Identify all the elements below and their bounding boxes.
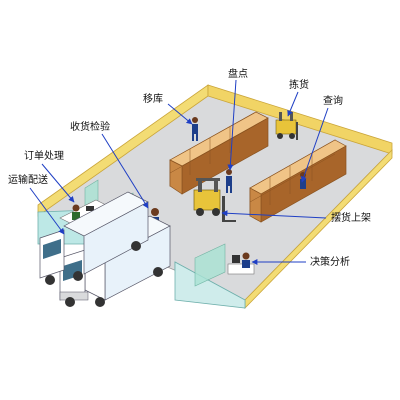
delivery-truck bbox=[39, 191, 149, 285]
forklift-icon bbox=[193, 178, 236, 222]
pallet-stack-left bbox=[169, 111, 269, 195]
arrow-yiku bbox=[167, 103, 193, 125]
decision-office-glass bbox=[194, 243, 226, 287]
arrow-baihuo bbox=[221, 210, 327, 219]
arrow-dingdan bbox=[41, 163, 75, 203]
forklift-back-icon bbox=[275, 112, 298, 140]
decision-desk bbox=[227, 252, 255, 275]
worker-figure bbox=[192, 117, 198, 141]
callout-arrows bbox=[29, 79, 329, 265]
label-dingdan: 订单处理 bbox=[24, 151, 64, 162]
label-jianhuo: 拣货 bbox=[289, 80, 309, 91]
arrow-chaxun bbox=[300, 107, 329, 183]
label-yiku: 移库 bbox=[143, 94, 163, 105]
arrow-pandian bbox=[227, 79, 237, 171]
label-chaxun: 查询 bbox=[323, 96, 343, 107]
arrow-yunshu bbox=[29, 187, 65, 235]
label-pandian: 盘点 bbox=[228, 69, 248, 80]
arrow-jianhuo bbox=[287, 91, 299, 117]
arrow-shouhuo bbox=[101, 133, 149, 209]
label-juece: 决策分析 bbox=[310, 257, 350, 268]
label-baihuo: 摆货上架 bbox=[331, 213, 371, 224]
label-yunshu: 运输配送 bbox=[8, 175, 48, 186]
label-shouhuo: 收货检验 bbox=[70, 122, 110, 133]
delivery-truck bbox=[59, 215, 171, 307]
front-wall-bottom-2 bbox=[174, 261, 246, 309]
